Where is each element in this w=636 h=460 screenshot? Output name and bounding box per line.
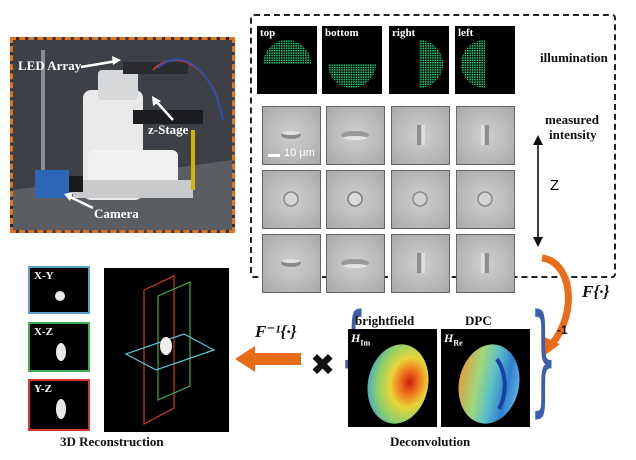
led-top-pattern (263, 40, 311, 64)
inverse-transform-label: F⁻¹{·} (255, 322, 297, 341)
reconstruction-label: 3D Reconstruction (60, 434, 164, 449)
brightfield-transfer-panel: HIm (348, 329, 437, 427)
illumination-bottom: bottom (322, 26, 382, 94)
intensity-tile (326, 170, 385, 229)
led-array-label: LED Array (18, 58, 82, 73)
camera-label: Camera (94, 206, 139, 221)
intensity-label: intensity (549, 127, 597, 142)
deconvolution-label: Deconvolution (390, 434, 471, 449)
intensity-tile (262, 234, 321, 293)
yz-cell (56, 399, 66, 419)
h-re-label: HRe (444, 331, 463, 348)
minus-one-label: -1 (557, 323, 568, 337)
led-right-pattern (419, 40, 443, 88)
h-im-label: HIm (351, 331, 371, 348)
dpc-transfer-panel: HRe (441, 329, 530, 427)
illumination-right: right (389, 26, 449, 94)
illumination-label: illumination (540, 50, 608, 65)
illumination-left: left (455, 26, 515, 94)
intensity-tile (326, 106, 385, 165)
xz-view: X-Z (28, 322, 90, 372)
intensity-tile (456, 234, 515, 293)
intensity-tile (391, 106, 450, 165)
intensity-tile (391, 234, 450, 293)
pattern-top-label: top (260, 27, 276, 39)
multiply-icon: ✖ (310, 348, 336, 383)
intensity-tile (456, 170, 515, 229)
scale-bar (268, 154, 280, 157)
z-axis-arrow (533, 135, 543, 247)
intensity-tile (326, 234, 385, 293)
dpc-transfer-function (458, 344, 520, 424)
intensity-tile (262, 106, 321, 165)
led-bottom-pattern (328, 64, 376, 88)
xy-view-label: X-Y (34, 270, 54, 282)
inverse-arrow (235, 346, 301, 372)
microscope-photo (10, 37, 235, 233)
intensity-tile (262, 170, 321, 229)
yz-view-label: Y-Z (34, 383, 52, 395)
illumination-top: top (257, 26, 317, 94)
3d-reconstruction-view (104, 268, 229, 432)
right-brace: } (530, 290, 557, 429)
brightfield-transfer-function (367, 344, 429, 424)
z-stage-label: z-Stage (148, 122, 189, 137)
z-axis-label: Z (550, 177, 560, 194)
dpc-label: DPC (465, 313, 492, 328)
measured-label: measured (545, 112, 599, 127)
3d-volume-render (124, 275, 216, 425)
fourier-arrow (541, 254, 572, 356)
xy-view: X-Y (28, 266, 90, 314)
forward-transform-label: F{·} (582, 282, 610, 301)
yz-view: Y-Z (28, 379, 90, 431)
scale-bar-label: 10 μm (284, 147, 315, 159)
pattern-right-label: right (392, 27, 416, 39)
xy-cell (55, 291, 65, 301)
intensity-tile (456, 106, 515, 165)
led-left-pattern (461, 40, 485, 88)
microscope-illustration (13, 40, 232, 230)
intensity-tile (391, 170, 450, 229)
pattern-left-label: left (458, 27, 474, 39)
xz-cell (56, 343, 66, 361)
xz-view-label: X-Z (34, 326, 53, 338)
pattern-bottom-label: bottom (325, 27, 359, 39)
brightfield-label: brightfield (355, 313, 415, 328)
